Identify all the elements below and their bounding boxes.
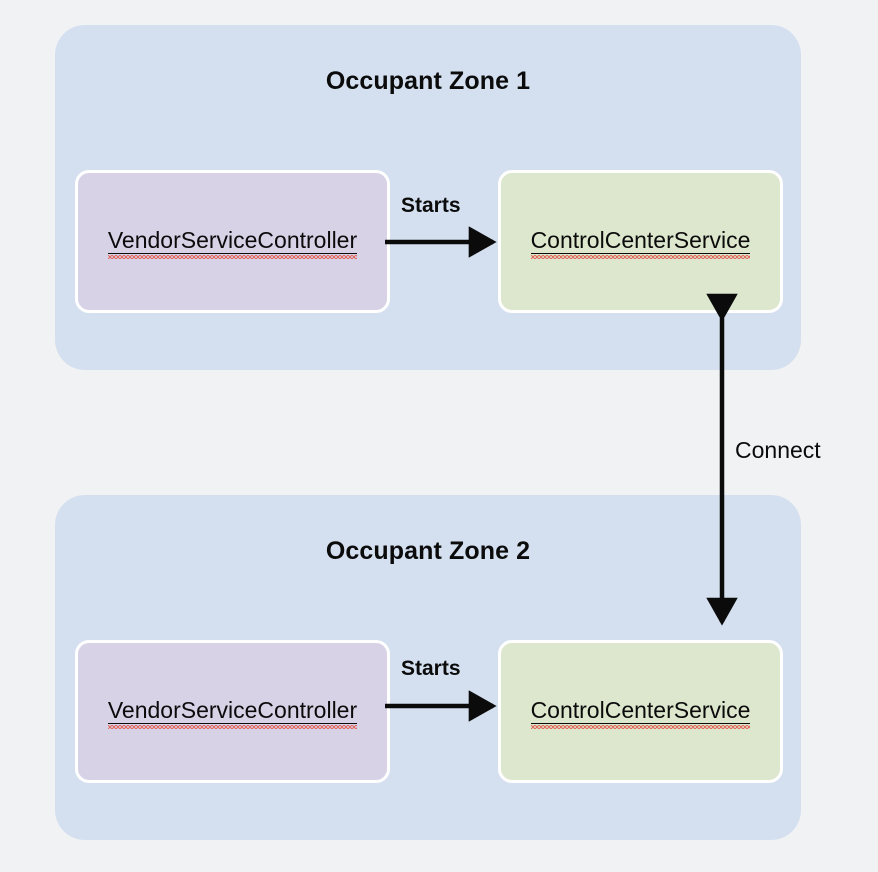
- zone-title-2: Occupant Zone 2: [325, 537, 531, 565]
- text-underline: [530, 252, 751, 254]
- node-vendor-service-controller-2[interactable]: VendorServiceController: [75, 640, 390, 783]
- node-label: VendorServiceController: [107, 696, 358, 729]
- edge-label-starts-2: Starts: [401, 657, 461, 680]
- edge-label-starts-1: Starts: [401, 194, 461, 217]
- node-control-center-service-2[interactable]: ControlCenterService: [498, 640, 783, 783]
- text-underline: [530, 722, 751, 724]
- zone-title-1: Occupant Zone 1: [325, 67, 531, 95]
- node-label: ControlCenterService: [530, 696, 751, 729]
- node-label: ControlCenterService: [530, 226, 751, 259]
- text-underline: [107, 252, 358, 254]
- text-underline: [107, 722, 358, 724]
- node-control-center-service-1[interactable]: ControlCenterService: [498, 170, 783, 313]
- node-vendor-service-controller-1[interactable]: VendorServiceController: [75, 170, 390, 313]
- edge-label-connect: Connect: [735, 437, 821, 463]
- node-label: VendorServiceController: [107, 226, 358, 259]
